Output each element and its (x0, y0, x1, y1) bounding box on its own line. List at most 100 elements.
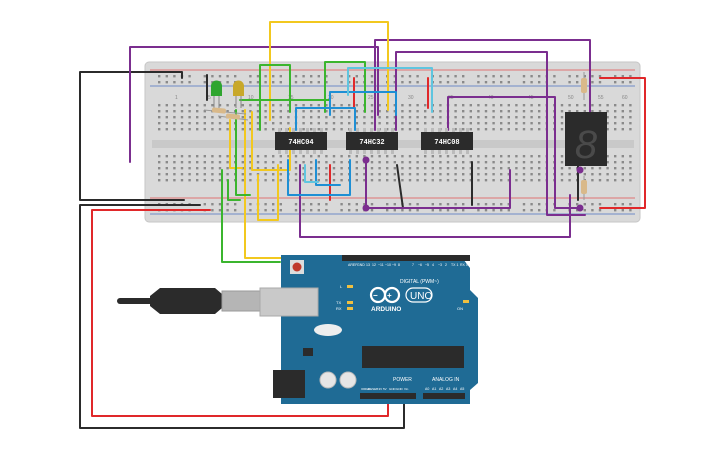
wire-purple[interactable] (365, 169, 511, 209)
wire-purple[interactable] (374, 39, 591, 131)
breadboard-hole (614, 104, 617, 107)
breadboard-hole (621, 104, 624, 107)
breadboard-hole (370, 116, 374, 119)
digital-header[interactable] (342, 255, 470, 261)
wire-purple[interactable] (395, 51, 586, 216)
wire-red[interactable] (91, 209, 389, 417)
breadboard-hole (158, 81, 161, 84)
breadboard-hole (530, 209, 533, 212)
breadboard-hole (492, 203, 495, 206)
breadboard-hole (560, 116, 564, 119)
breadboard-hole (325, 122, 328, 125)
chip-74hc32[interactable]: 74HC32 (346, 128, 398, 154)
wire-yellow[interactable] (229, 119, 243, 169)
led-yellow[interactable] (233, 80, 244, 109)
breadboard-hole (621, 128, 624, 131)
chip-74hc08[interactable]: 74HC08 (421, 128, 473, 154)
breadboard-hole (439, 81, 442, 84)
wire-green[interactable] (227, 179, 241, 201)
breadboard-hole (484, 116, 488, 119)
breadboard-hole (500, 104, 503, 107)
breadboard-hole (446, 179, 450, 182)
breadboard-hole (401, 209, 404, 212)
chip-74hc04[interactable]: 74HC04 (275, 128, 327, 154)
wire-yellow[interactable] (269, 21, 389, 121)
breadboard-hole (340, 128, 343, 131)
breadboard-hole (500, 81, 503, 84)
wire-blue[interactable] (315, 159, 341, 186)
wire-black[interactable] (396, 164, 404, 209)
seven-segment-display[interactable]: 8 (565, 112, 607, 167)
breadboard-hole (211, 104, 214, 107)
breadboard-hole (241, 122, 244, 125)
breadboard-hole (287, 104, 290, 107)
wire-purple[interactable] (447, 96, 581, 209)
breadboard-hole (249, 155, 252, 158)
resistor-body (211, 107, 226, 114)
breadboard-hole (606, 173, 609, 176)
breadboard-hole (302, 81, 305, 84)
breadboard-hole (180, 173, 184, 176)
resistor[interactable] (217, 113, 249, 121)
breadboard-hole (317, 81, 320, 84)
wire-blue[interactable] (295, 107, 356, 131)
breadboard-hole (218, 167, 222, 170)
breadboard-hole (629, 122, 632, 125)
breadboard-hole (173, 179, 176, 182)
power-header[interactable] (360, 393, 416, 399)
breadboard-hole (606, 167, 609, 170)
wire-blue[interactable] (287, 159, 351, 196)
wire-purple[interactable] (129, 46, 379, 163)
breadboard-hole (408, 155, 412, 158)
breadboard-hole (439, 167, 442, 170)
resistor[interactable] (581, 72, 587, 100)
wire-cyan[interactable] (304, 164, 319, 183)
pin-label: 5V (383, 387, 387, 391)
wire-green[interactable] (221, 169, 281, 263)
wire-green[interactable] (235, 109, 251, 196)
breadboard-hole (196, 104, 199, 107)
wire-green[interactable] (324, 61, 366, 113)
breadboard-hole (401, 167, 404, 170)
breadboard-hole (226, 122, 229, 125)
breadboard-hole (386, 116, 389, 119)
breadboard-hole (218, 173, 222, 176)
breadboard-hole (424, 161, 427, 164)
breadboard-hole (439, 161, 442, 164)
usb-b-port[interactable] (259, 287, 319, 317)
breadboard-hole (446, 81, 450, 84)
resistor[interactable] (203, 107, 247, 115)
breadboard-hole (621, 75, 624, 78)
wire-yellow[interactable] (257, 164, 279, 221)
breadboard-hole (378, 110, 381, 113)
breadboard-hole (386, 173, 389, 176)
breadboard-hole (279, 75, 282, 78)
breadboard-hole (363, 173, 366, 176)
breadboard-hole (226, 167, 229, 170)
power-jack[interactable] (273, 370, 305, 398)
reset-button[interactable] (292, 262, 302, 272)
breadboard-hole (279, 104, 282, 107)
wire-blue[interactable] (329, 91, 397, 116)
breadboard-hole (302, 104, 305, 107)
wire-purple[interactable] (299, 164, 571, 238)
wire-black[interactable] (79, 71, 185, 201)
breadboard-hole (355, 81, 358, 84)
breadboard-hole (454, 110, 457, 113)
wire-black[interactable] (79, 204, 405, 429)
arduino-uno[interactable]: AREF GND 13 12 ~11 ~10 ~9 8 7 ~6 ~5 4 ~3… (259, 255, 478, 404)
wire-red[interactable] (599, 77, 646, 209)
breadboard-hole (492, 75, 495, 78)
breadboard-hole (325, 128, 328, 131)
pin-label: RESET (368, 387, 378, 391)
led-green[interactable] (211, 80, 222, 109)
wire-cyan[interactable] (347, 67, 433, 113)
resistor[interactable] (581, 176, 587, 200)
breadboard-hole (401, 155, 404, 158)
analog-header[interactable] (423, 393, 465, 399)
breadboard-hole (507, 209, 510, 212)
usb-cable[interactable] (117, 288, 263, 314)
wire-green[interactable] (259, 64, 291, 131)
